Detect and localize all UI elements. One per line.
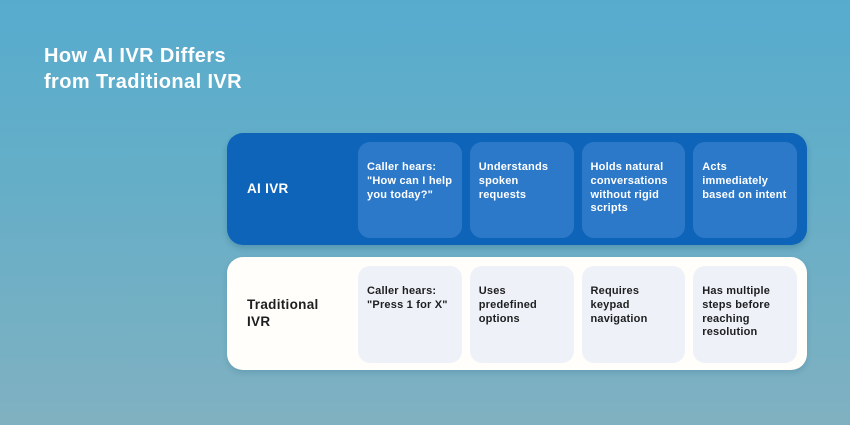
ai-ivr-cell-understands: Understands spoken requests <box>469 142 574 238</box>
ai-ivr-cell-acts: Acts immediately based on intent <box>693 142 797 238</box>
ai-ivr-row-label: AI IVR <box>247 180 289 196</box>
traditional-ivr-cell-steps: Has multiple steps before reaching resol… <box>693 266 797 363</box>
traditional-ivr-row: Traditional IVR Caller hears: "Press 1 f… <box>227 257 807 370</box>
traditional-ivr-row-label: Traditional IVR <box>247 296 319 329</box>
ai-ivr-cells: Caller hears: "How can I help you today?… <box>358 142 797 238</box>
traditional-ivr-cell-keypad: Requires keypad navigation <box>581 266 686 363</box>
traditional-ivr-cell-caller-hears: Caller hears: "Press 1 for X" <box>358 266 462 363</box>
traditional-ivr-cells: Caller hears: "Press 1 for X" Uses prede… <box>358 266 797 363</box>
ai-ivr-row: AI IVR Caller hears: "How can I help you… <box>227 133 807 245</box>
ai-ivr-cell-caller-hears: Caller hears: "How can I help you today?… <box>358 142 462 238</box>
traditional-ivr-cell-predefined: Uses predefined options <box>469 266 574 363</box>
page-title: How AI IVR Differs from Traditional IVR <box>44 44 242 95</box>
ai-ivr-cell-conversations: Holds natural conversations without rigi… <box>581 142 686 238</box>
page-title-line-2: from Traditional IVR <box>44 70 243 93</box>
page-title-line-1: How AI IVR Differs <box>44 45 227 67</box>
